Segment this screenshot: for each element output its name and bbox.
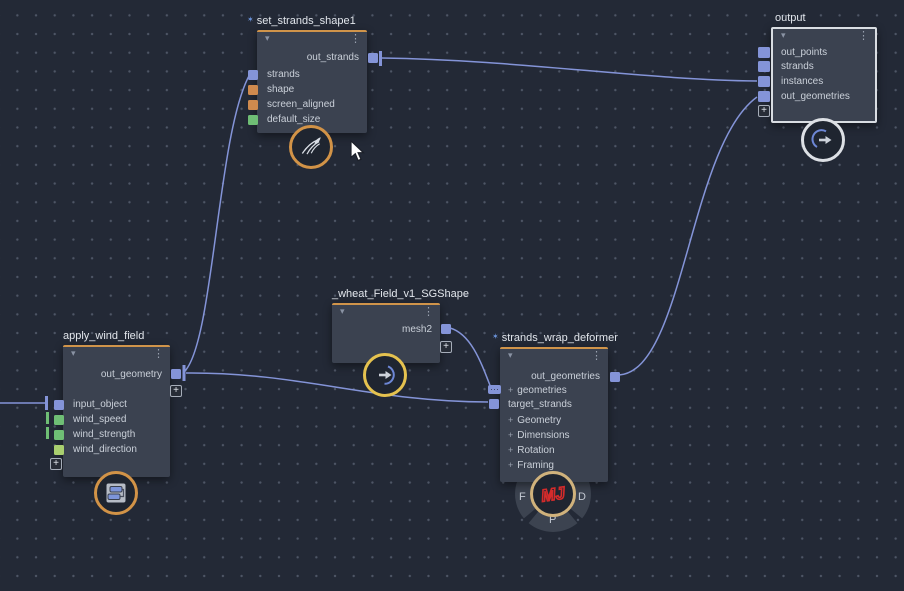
node-menu-icon[interactable]: ⋮: [858, 30, 869, 42]
port-shape[interactable]: [248, 85, 258, 95]
wire-cap-green: [46, 427, 49, 439]
port-target-strands[interactable]: [489, 399, 499, 409]
expand-plus-icon[interactable]: +: [508, 385, 514, 395]
port-default-size[interactable]: [248, 115, 258, 125]
port-wind-direction[interactable]: [54, 445, 64, 455]
node-strands-wrap-deformer[interactable]: ✶strands_wrap_deformer ▾ ⋮ out_geometrie…: [488, 332, 620, 482]
port-label-input-object: input_object: [73, 399, 127, 410]
wire-cap: [182, 365, 186, 381]
strands-icon: [301, 137, 321, 155]
port-label-out-geometries: out_geometries: [781, 91, 850, 102]
wire-windout-to-strands[interactable]: [183, 73, 251, 373]
port-instances[interactable]: [758, 76, 770, 87]
port-wind-strength[interactable]: [54, 430, 64, 440]
chevron-down-icon[interactable]: ▾: [508, 350, 513, 360]
port-mesh2[interactable]: [441, 324, 451, 334]
add-port-button[interactable]: +: [758, 105, 770, 117]
wire-wrapout-to-outgeometries[interactable]: [618, 96, 758, 376]
evaluate-arrow-icon: [811, 129, 832, 148]
port-label-target-strands: target_strands: [508, 399, 572, 410]
port-strands[interactable]: [758, 61, 770, 72]
port-label-instances: instances: [781, 76, 824, 87]
port-out-strands[interactable]: [368, 53, 378, 63]
modified-sparkle-icon: ✶: [247, 15, 254, 24]
group-label-framing: +Framing: [508, 460, 554, 471]
combine-icon: [106, 483, 126, 503]
wire-outstrands-to-instances[interactable]: [381, 57, 758, 82]
expand-plus-icon[interactable]: +: [508, 415, 514, 425]
expand-plus-icon[interactable]: +: [508, 460, 514, 470]
radial-segment-bottom[interactable]: [528, 511, 578, 532]
node-title: ✶strands_wrap_deformer: [492, 332, 618, 344]
port-input-object[interactable]: [54, 400, 64, 410]
port-out-geometries[interactable]: [610, 372, 620, 382]
expand-plus-icon[interactable]: +: [508, 430, 514, 440]
port-label-screen-aligned: screen_aligned: [267, 99, 335, 110]
modified-sparkle-icon: ✶: [492, 332, 499, 341]
radial-menu-option-f[interactable]: F: [519, 491, 526, 503]
port-label-out-geometry: out_geometry: [100, 369, 162, 380]
wire-cap: [379, 51, 382, 66]
node-title: apply_wind_field: [63, 330, 145, 342]
port-label-wind-direction: wind_direction: [73, 444, 137, 455]
node-menu-icon[interactable]: ⋮: [153, 348, 164, 360]
set-strands-shape-badge[interactable]: [289, 125, 333, 169]
chevron-down-icon[interactable]: ▾: [265, 33, 270, 43]
wind-field-badge[interactable]: [94, 471, 138, 515]
radial-menu-option-p[interactable]: P: [549, 514, 557, 526]
node-set-strands-shape1[interactable]: ✶set_strands_shape1 ▾ ⋮ out_strands stra…: [247, 15, 378, 133]
radial-menu-option-d[interactable]: D: [578, 491, 586, 503]
port-label-out-strands: out_strands: [306, 52, 359, 63]
mj-logo-icon: MJ: [539, 483, 567, 507]
port-strands[interactable]: [248, 70, 258, 80]
port-label-wind-strength: wind_strength: [73, 429, 136, 440]
node-title: ✶set_strands_shape1: [247, 15, 356, 27]
group-label-rotation: +Rotation: [508, 445, 555, 456]
node-title: _wheat_Field_v1_SGShape: [332, 288, 469, 300]
wire-cap-green: [46, 412, 49, 424]
evaluate-arrow-icon: [379, 365, 395, 385]
add-port-button[interactable]: +: [440, 341, 452, 353]
port-label-mesh2: mesh2: [401, 324, 432, 335]
port-label-out-geometries: out_geometries: [531, 371, 600, 382]
port-label-geometries: +geometries: [508, 385, 567, 396]
wire-cap: [45, 396, 48, 410]
node-menu-icon[interactable]: ⋮: [591, 350, 602, 362]
chevron-down-icon[interactable]: ▾: [340, 306, 345, 316]
wheat-shape-badge[interactable]: [363, 353, 407, 397]
expand-plus-icon[interactable]: +: [508, 445, 514, 455]
add-port-button[interactable]: +: [170, 385, 182, 397]
add-port-button[interactable]: +: [50, 458, 62, 470]
chevron-down-icon[interactable]: ▾: [781, 30, 786, 40]
node-menu-icon[interactable]: ⋮: [350, 33, 361, 45]
svg-text:MJ: MJ: [540, 483, 567, 505]
port-label-shape: shape: [267, 84, 295, 95]
port-label-strands: strands: [781, 61, 814, 72]
port-geometries-multi[interactable]: [488, 385, 501, 394]
node-title: output: [775, 12, 806, 24]
node-output[interactable]: output ▾ ⋮ out_points strands instances …: [758, 12, 877, 123]
mouse-cursor: [350, 140, 365, 162]
chevron-down-icon[interactable]: ▾: [71, 348, 76, 358]
node-apply-wind-field[interactable]: apply_wind_field ▾ ⋮ out_geometry + inpu…: [50, 330, 182, 477]
port-out-geometries[interactable]: [758, 91, 770, 102]
wrap-deformer-badge[interactable]: MJ: [530, 471, 576, 517]
port-label-default-size: default_size: [267, 114, 321, 125]
wire-windout-to-targetstrands[interactable]: [185, 372, 489, 403]
port-label-wind-speed: wind_speed: [73, 414, 127, 425]
group-label-dimensions: +Dimensions: [508, 430, 570, 441]
group-label-geometry: +Geometry: [508, 415, 562, 426]
port-label-strands: strands: [267, 69, 300, 80]
port-wind-speed[interactable]: [54, 415, 64, 425]
output-badge[interactable]: [801, 118, 845, 162]
port-out-points[interactable]: [758, 47, 770, 58]
port-label-out-points: out_points: [781, 47, 828, 58]
port-screen-aligned[interactable]: [248, 100, 258, 110]
node-menu-icon[interactable]: ⋮: [423, 306, 434, 318]
port-out-geometry[interactable]: [171, 369, 181, 379]
wire-mesh2-to-geometries[interactable]: [449, 327, 492, 389]
